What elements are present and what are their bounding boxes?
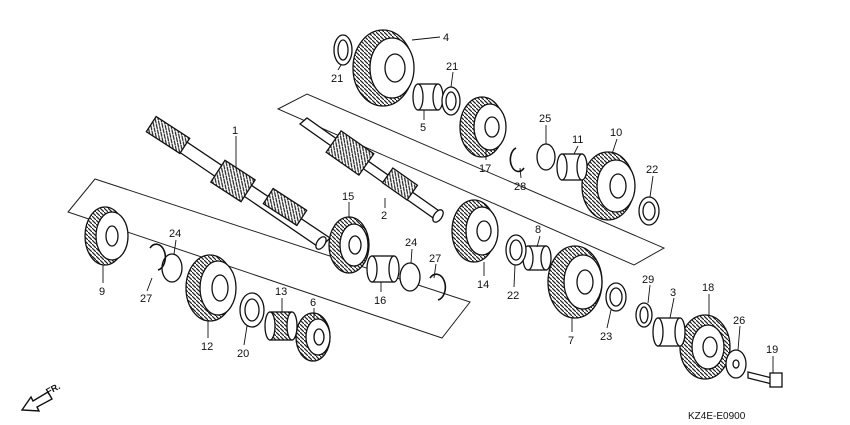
- countershaft-group-outline: [276, 93, 666, 266]
- circlips: [149, 147, 525, 301]
- label-20: 20: [237, 348, 249, 360]
- label-24b: 24: [405, 237, 417, 249]
- arrow-icon: [20, 391, 53, 412]
- bushing-11: [556, 153, 588, 181]
- label-18: 18: [702, 282, 714, 294]
- label-14: 14: [477, 279, 489, 291]
- fr-label: FR.: [44, 381, 61, 397]
- sprocket-18: [679, 314, 731, 380]
- label-2: 2: [381, 210, 387, 222]
- label-25: 25: [539, 113, 551, 125]
- label-26: 26: [733, 315, 745, 327]
- gear-14: [451, 199, 499, 263]
- label-1: 1: [232, 125, 238, 137]
- bushing-5: [412, 83, 444, 111]
- label-6: 6: [310, 297, 316, 309]
- label-7: 7: [568, 335, 574, 347]
- gear-17: [459, 96, 507, 158]
- label-24a: 24: [169, 228, 181, 240]
- countershaft: [298, 117, 444, 223]
- label-9: 9: [99, 286, 105, 298]
- gear-10: [581, 151, 636, 221]
- label-21a: 21: [331, 73, 343, 85]
- part-labels: 1 2 3 4 5 6 7 8 9 10 11 12 13 14 15 16 1…: [99, 32, 778, 360]
- label-19: 19: [766, 344, 778, 356]
- label-21b: 21: [446, 61, 458, 73]
- gear-6: [295, 312, 331, 362]
- bushing-16: [366, 255, 400, 283]
- label-29: 29: [642, 274, 654, 286]
- label-10: 10: [610, 127, 622, 139]
- gear-7: [547, 245, 603, 319]
- diagram-code: KZ4E-E0900: [688, 411, 746, 422]
- label-15: 15: [342, 191, 354, 203]
- gear-15: [328, 216, 370, 274]
- label-23: 23: [600, 331, 612, 343]
- bearing-13: [264, 311, 298, 341]
- label-8: 8: [535, 224, 541, 236]
- gear-12: [185, 254, 237, 322]
- label-22a: 22: [646, 164, 658, 176]
- label-11: 11: [572, 134, 583, 146]
- label-27b: 27: [429, 253, 441, 265]
- mainshaft-group-outline: [67, 178, 471, 339]
- gear-9: [84, 206, 129, 266]
- leader-lines: [102, 36, 774, 373]
- label-16: 16: [374, 295, 386, 307]
- mainshaft: [145, 115, 332, 250]
- front-direction-arrow: FR.: [20, 381, 62, 412]
- label-5: 5: [420, 122, 426, 134]
- label-3: 3: [670, 287, 676, 299]
- label-17: 17: [479, 163, 491, 175]
- label-13: 13: [275, 286, 287, 298]
- bolt-19: [747, 371, 783, 388]
- label-12: 12: [201, 341, 213, 353]
- label-28: 28: [514, 181, 526, 193]
- bushing-8: [522, 245, 552, 271]
- label-4: 4: [443, 32, 449, 44]
- bearing-3: [652, 317, 686, 347]
- label-22b: 22: [507, 290, 519, 302]
- gear-4: [352, 29, 415, 107]
- label-27a: 27: [140, 293, 152, 305]
